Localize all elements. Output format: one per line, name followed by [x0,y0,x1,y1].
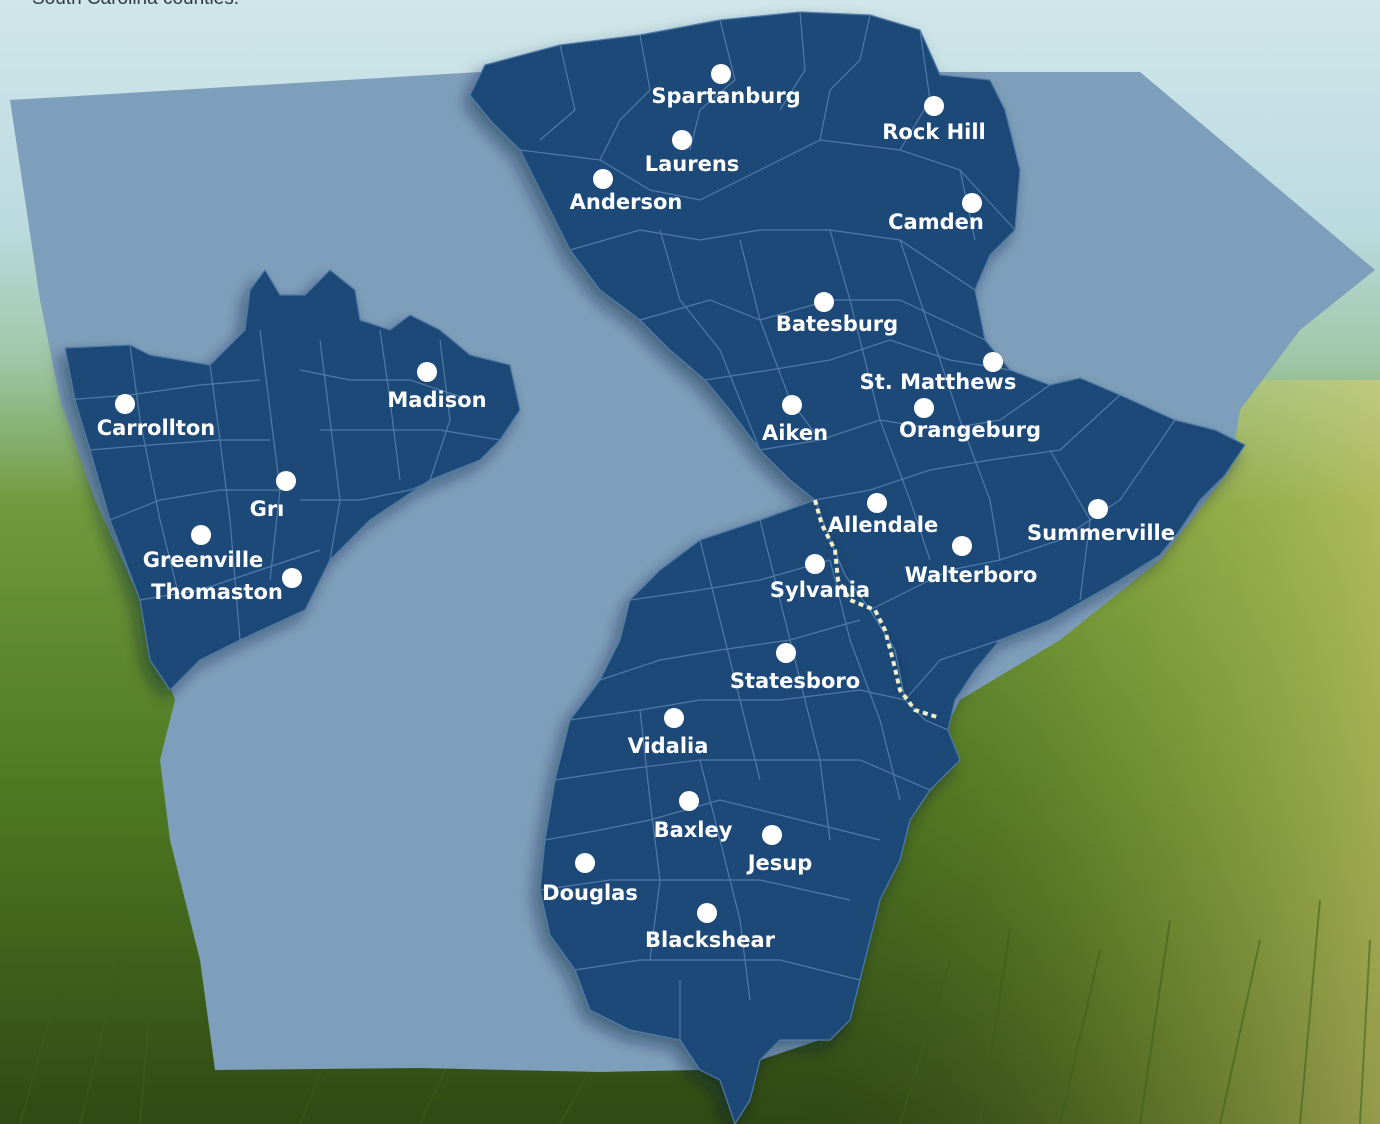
city-label: Sylvania [770,578,870,602]
city-label: Anderson [570,190,683,214]
city-dot [664,708,684,728]
city-label: Batesburg [776,312,898,336]
city-label: Blackshear [645,928,776,952]
city-label: Orangeburg [899,418,1041,442]
city-label: Spartanburg [651,84,800,108]
city-dot [952,536,972,556]
city-dot [867,493,887,513]
city-dot [276,471,296,491]
city-dot [679,791,699,811]
city-dot [776,643,796,663]
city-dot [924,96,944,116]
city-dot [914,398,934,418]
city-label: Greenville [143,548,264,572]
city-label: Aiken [762,421,828,445]
city-label: Carrollton [97,416,216,440]
city-label: Jesup [746,851,813,875]
city-label: Allendale [828,513,939,537]
city-label: St. Matthews [860,370,1017,394]
city-markers: Spartanburg Rock Hill Laurens Anderson C… [97,64,1175,952]
ga-service-area [539,499,961,1124]
city-dot [814,292,834,312]
city-label: Thomaston [151,580,283,604]
city-label: Walterboro [905,563,1038,587]
city-dot [1088,499,1108,519]
city-dot [782,395,802,415]
city-dot [417,362,437,382]
city-dot [697,903,717,923]
city-dot [762,825,782,845]
city-label: Camden [888,210,984,234]
city-label: Douglas [542,881,638,905]
sc-county-lines [519,11,1176,701]
city-label: Vidalia [628,734,709,758]
city-dot [805,554,825,574]
state-line-savannah-river [813,499,941,720]
sc-service-area [469,11,1246,731]
city-dot [115,394,135,414]
city-label: Rock Hill [882,120,986,144]
city-label: Madison [387,388,486,412]
city-label: Baxley [654,818,733,842]
city-label: Grı [250,497,285,521]
city-dot [575,853,595,873]
city-dot [983,352,1003,372]
city-label: Laurens [645,152,740,176]
city-label: Summerville [1027,521,1175,545]
city-dot [191,525,211,545]
city-dot [282,568,302,588]
city-dot [962,193,982,213]
city-dot [711,64,731,84]
city-dot [672,130,692,150]
map-caption: South Carolina counties. [32,0,239,10]
city-dot [593,169,613,189]
ga-west-county-lines [64,329,501,641]
city-label: Statesboro [730,669,860,693]
ga-county-lines [539,519,931,1040]
